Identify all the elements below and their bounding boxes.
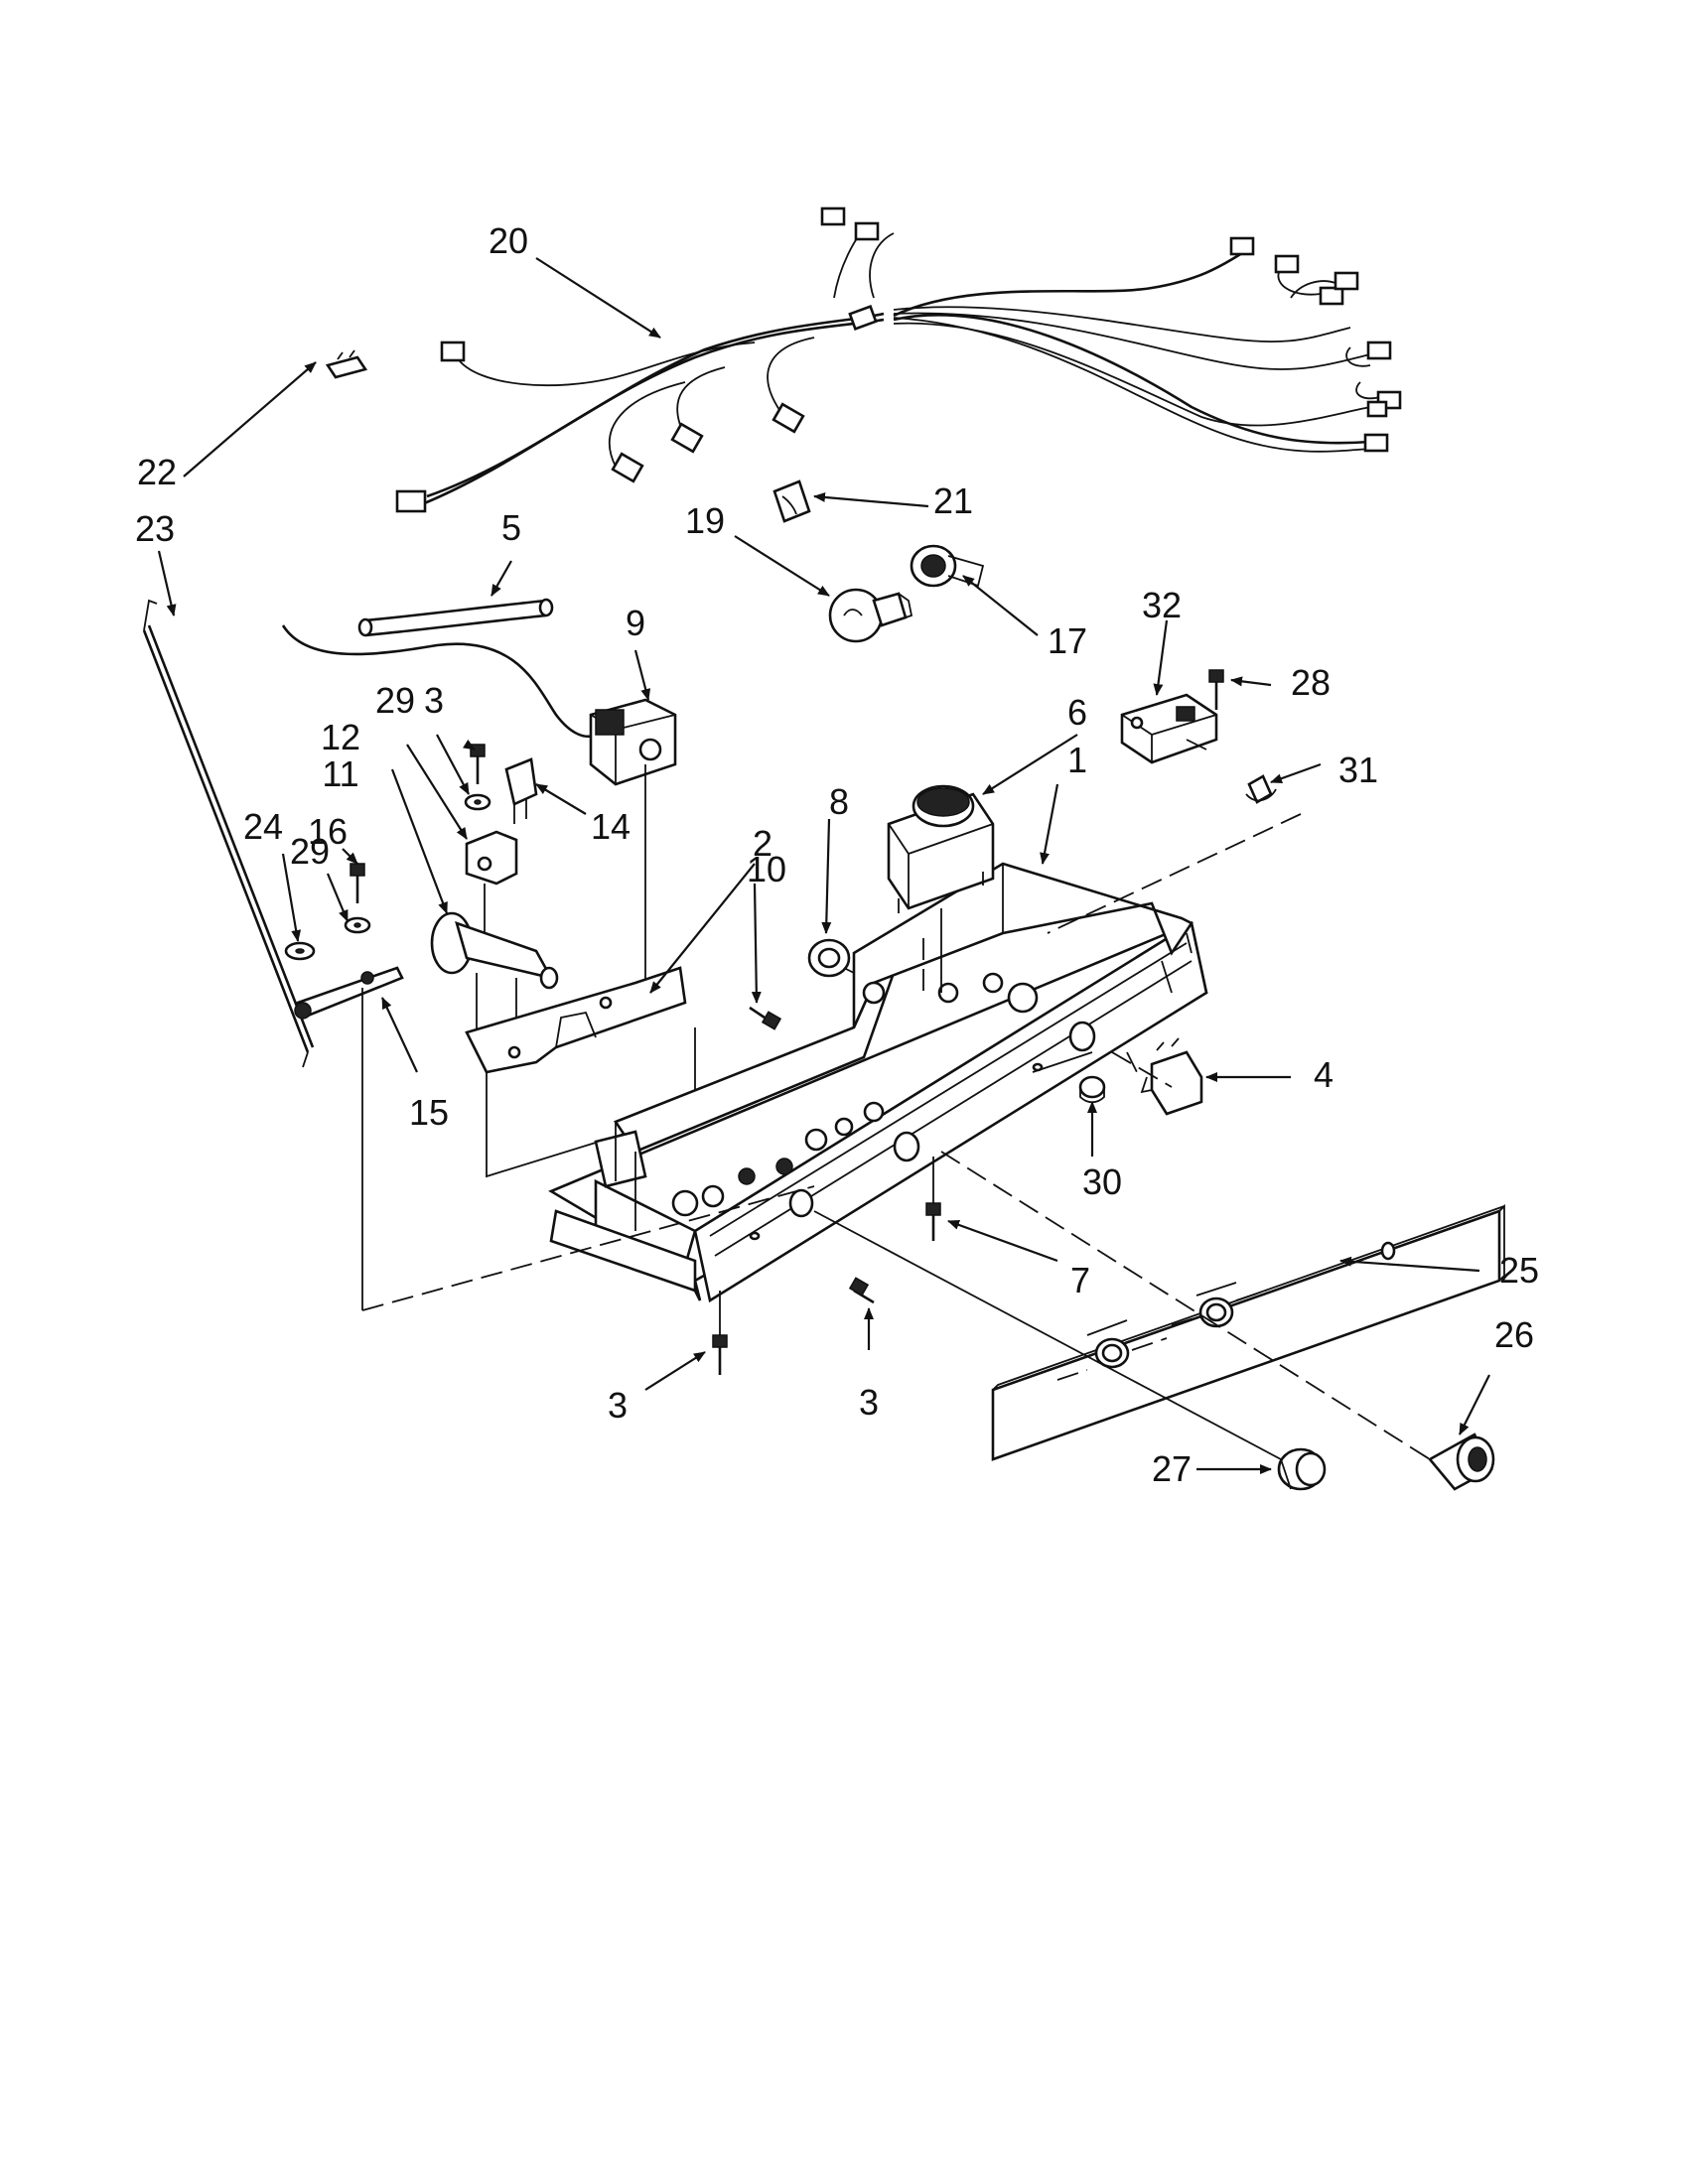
part-12-bracket (465, 830, 518, 933)
callout-15: 15 (409, 1092, 449, 1133)
callout-21: 21 (933, 480, 973, 521)
part-14-terminal (504, 757, 538, 824)
part-11-damper-control (430, 911, 559, 1052)
part-7-screw (925, 1157, 941, 1241)
part-2-plate (465, 966, 696, 1178)
callout-29-top: 29 (375, 680, 415, 721)
part-32-switch (1120, 693, 1218, 764)
part-8-socket (807, 938, 855, 978)
callout-4: 4 (1314, 1054, 1333, 1095)
callout-20: 20 (489, 220, 528, 261)
part-23-rod (142, 599, 315, 1068)
part-1-control-housing (548, 862, 1208, 1303)
part-3-screw-top (470, 744, 486, 784)
callout-3-bottom-right: 3 (859, 1382, 879, 1423)
callout-26: 26 (1494, 1314, 1534, 1355)
callout-9: 9 (626, 603, 645, 643)
part-9-cold-control (281, 624, 677, 993)
callout-32: 32 (1142, 585, 1182, 625)
part-16-screw (350, 863, 365, 903)
callout-16: 16 (308, 811, 348, 852)
callout-11: 11 (322, 753, 358, 794)
callout-22: 22 (137, 452, 177, 492)
part-24-washer (284, 941, 316, 961)
callout-28: 28 (1291, 662, 1331, 703)
part-26-knob (1427, 1433, 1495, 1491)
callout-labels: 20 22 23 5 21 19 17 9 32 28 31 6 1 8 10 … (135, 220, 1539, 1489)
part-21-cover (772, 479, 811, 523)
callout-3-bottom-left: 3 (608, 1385, 628, 1426)
part-22-clip (325, 349, 368, 379)
callout-8: 8 (829, 781, 849, 822)
wiring-harness (395, 206, 1402, 513)
part-19-light-bulb (828, 588, 913, 643)
callout-25: 25 (1499, 1250, 1539, 1291)
part-10-screw (749, 1006, 782, 1030)
part-15-lever (294, 966, 404, 1310)
part-4-switch (1140, 1037, 1203, 1116)
part-29-washer-top (464, 793, 491, 811)
callout-17: 17 (1048, 620, 1087, 661)
callout-10: 10 (747, 849, 786, 889)
callout-24: 24 (243, 806, 283, 847)
callout-29-left: 29 (290, 831, 330, 872)
callout-23: 23 (135, 508, 175, 549)
part-17-lamp-socket (910, 544, 985, 588)
callout-27: 27 (1152, 1448, 1192, 1489)
assembly-lines (361, 813, 1431, 1460)
callout-arrows (157, 257, 1490, 1474)
callout-19: 19 (685, 500, 725, 541)
part-25-control-panel (991, 1203, 1505, 1461)
part-6-defrost-timer (887, 784, 995, 993)
part-3-screw-bottom-right (848, 1277, 875, 1304)
callout-12: 12 (321, 717, 360, 757)
callout-5: 5 (501, 507, 521, 548)
part-28-screw (1208, 669, 1224, 710)
callout-7: 7 (1070, 1260, 1090, 1300)
callout-1: 1 (1067, 740, 1087, 780)
part-5-tube (357, 598, 554, 637)
part-29-washer-left (344, 916, 371, 934)
callout-31: 31 (1338, 750, 1378, 790)
part-31-clip (1245, 774, 1277, 804)
part-30-button (1078, 1075, 1106, 1104)
callout-30: 30 (1082, 1161, 1122, 1202)
callout-6: 6 (1067, 692, 1087, 733)
part-27-knob (1277, 1447, 1327, 1491)
callout-14: 14 (591, 806, 631, 847)
callout-3-top: 3 (424, 680, 444, 721)
part-3-screw-bottom-left (712, 1291, 728, 1375)
callout-2: 2 (753, 823, 772, 864)
